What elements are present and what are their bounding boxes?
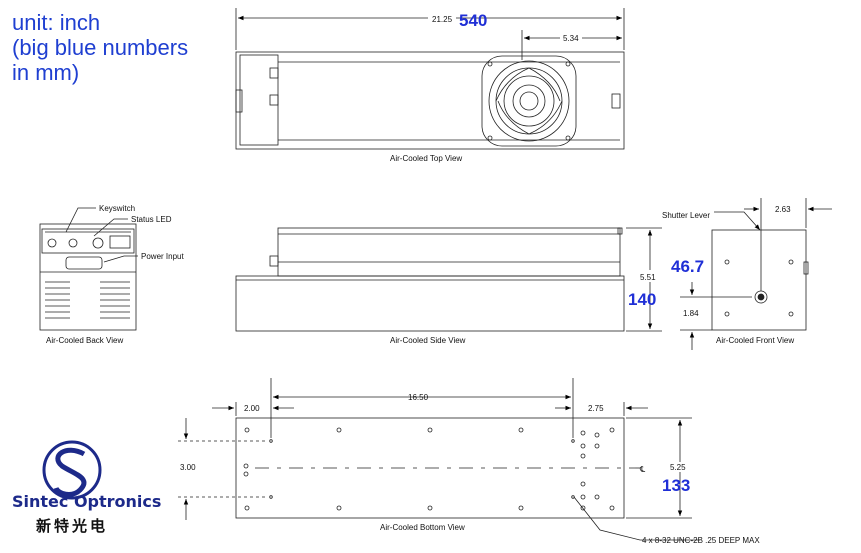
units-note-line2: (big blue numbers (12, 35, 189, 60)
bottom-mount-holes (243, 427, 615, 511)
front-port-height-mm: 46.7 (671, 257, 704, 276)
units-note-line1: unit: inch (12, 10, 101, 35)
bottom-left-dim: 2.00 (244, 404, 260, 413)
fan-offset-dim: 5.34 (563, 34, 579, 43)
front-view (680, 198, 832, 350)
bottom-middle-dim: 16.50 (408, 393, 429, 402)
front-view-caption: Air-Cooled Front View (716, 336, 794, 345)
shutter-lever-callout: Shutter Lever (662, 211, 710, 220)
bottom-view-caption: Air-Cooled Bottom View (380, 523, 465, 532)
front-offset-dim: 2.63 (775, 205, 791, 214)
power-input-callout: Power Input (141, 252, 184, 261)
back-vent-grille (45, 281, 130, 319)
back-connector-panel (45, 231, 131, 270)
top-length-mm: 540 (459, 11, 487, 30)
bottom-width-mm: 133 (662, 476, 690, 495)
side-height-dim: 5.51 (640, 273, 656, 282)
logo-name: Sintec Optronics (12, 492, 161, 511)
units-note: unit: inch (big blue numbers in mm) (12, 10, 188, 85)
back-view-caption: Air-Cooled Back View (46, 336, 123, 345)
keyswitch-callout: Keyswitch (99, 204, 135, 213)
status-led-callout: Status LED (131, 215, 172, 224)
fan-icon (481, 55, 577, 147)
side-view (235, 227, 662, 332)
bottom-view-outline (235, 417, 625, 519)
company-logo: Sintec Optronics 新特光电 (12, 440, 161, 535)
front-port-height-dim: 1.84 (683, 309, 699, 318)
bottom-right-dim: 2.75 (588, 404, 604, 413)
top-view-outline (235, 51, 625, 150)
mount-holes-callout: 4 x 8-32 UNC-2B .25 DEEP MAX (642, 536, 760, 545)
back-view-outline (39, 223, 137, 331)
top-view-end-cap (239, 54, 279, 146)
logo-chinese: 新特光电 (36, 517, 108, 535)
bottom-width-dim: 5.25 (670, 463, 686, 472)
units-note-line3: in mm) (12, 60, 80, 85)
centerline-mark: ℄ (639, 465, 646, 474)
bottom-spacing-dim: 3.00 (180, 463, 196, 472)
side-view-lower-body (235, 275, 625, 332)
bottom-view (178, 378, 700, 541)
side-view-upper-body (277, 227, 621, 277)
back-view (39, 207, 138, 331)
side-view-caption: Air-Cooled Side View (390, 336, 466, 345)
top-length-dim: 21.25 (432, 15, 453, 24)
side-height-mm: 140 (628, 290, 656, 309)
top-view (235, 8, 625, 150)
output-port-icon (754, 290, 768, 304)
top-view-caption: Air-Cooled Top View (390, 154, 462, 163)
front-view-outline (711, 229, 807, 331)
